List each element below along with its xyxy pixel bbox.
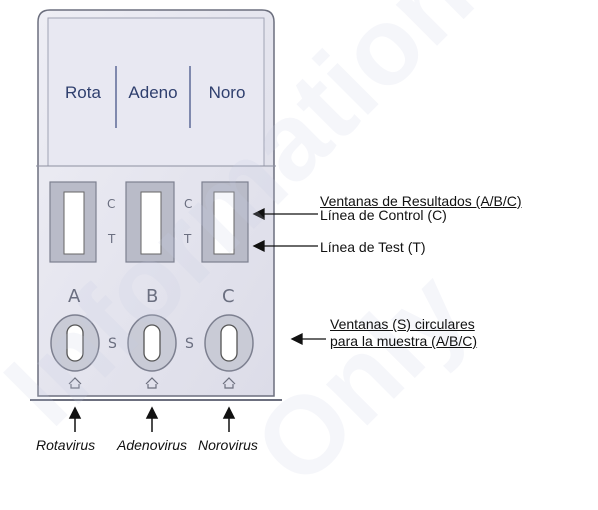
control-letter-1: C (107, 197, 116, 211)
drop-marker-a (68, 377, 82, 389)
callout-sample-windows-2: para la muestra (A/B/C) (330, 333, 478, 349)
callout-arrows (252, 207, 326, 346)
test-letter-1: T (108, 232, 116, 246)
sample-label-s-2: S (185, 336, 194, 352)
sample-letter-c: C (222, 286, 235, 307)
virus-label-rotavirus: Rotavirus (36, 437, 96, 453)
header-label-adeno: Adeno (128, 83, 178, 102)
sample-well-a (50, 314, 100, 372)
cassette-diagram (30, 9, 326, 432)
sample-well-c (204, 314, 254, 372)
virus-label-adenovirus: Adenovirus (117, 437, 188, 453)
test-letter-2: T (184, 232, 192, 246)
result-window-a (49, 181, 97, 263)
callout-test-line: Línea de Test (T) (320, 239, 426, 255)
callout-control-line: Línea de Control (C) (320, 207, 447, 223)
result-window-b (125, 181, 175, 263)
header-label-rota: Rota (65, 83, 101, 102)
sample-letter-a: A (68, 286, 81, 307)
sample-well-b (127, 314, 177, 372)
callout-results-windows: Ventanas de Resultados (A/B/C) (320, 193, 522, 209)
header-label-noro: Noro (208, 83, 246, 102)
control-letter-2: C (184, 197, 193, 211)
sample-letter-b: B (146, 286, 159, 307)
drop-marker-c (222, 377, 236, 389)
result-window-c (201, 181, 249, 263)
virus-label-norovirus: Norovirus (198, 437, 258, 453)
virus-arrows (68, 406, 236, 432)
callout-sample-windows-1: Ventanas (S) circulares (330, 316, 475, 332)
sample-label-s-1: S (108, 336, 117, 352)
drop-marker-b (145, 377, 159, 389)
